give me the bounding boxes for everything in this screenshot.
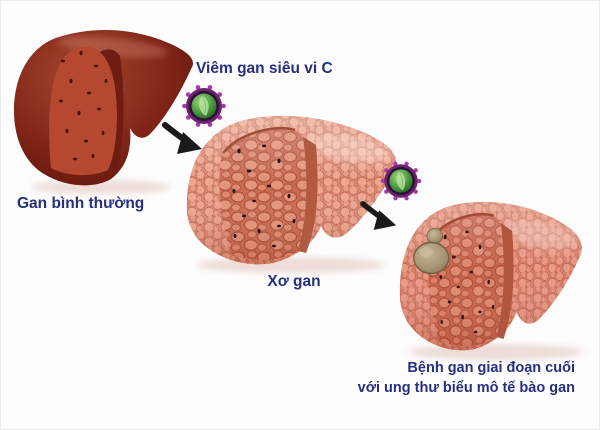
- endstage-liver-illustration: [400, 202, 582, 350]
- progression-arrow-icon: [363, 204, 396, 230]
- endstage-label-line2: với ung thư biểu mô tế bào gan: [357, 380, 575, 396]
- healthy-liver-specks: [59, 50, 108, 161]
- hepatitis-c-virus-label: Viêm gan siêu vi C: [196, 60, 333, 77]
- cirrhosis-label: Xơ gan: [267, 273, 321, 290]
- hepatitis-c-virus-icon: [181, 84, 227, 128]
- endstage-label-line1: Bệnh gan giai đoạn cuối: [407, 360, 575, 376]
- liver-tumor: [413, 228, 450, 275]
- progression-arrow-icon: [165, 125, 202, 154]
- endstage-liver-label: Bệnh gan giai đoạn cuối với ung thư biểu…: [335, 358, 575, 398]
- healthy-liver-cut-surface: [49, 46, 117, 176]
- healthy-liver-illustration: [14, 30, 193, 186]
- healthy-liver-label: Gan bình thường: [17, 195, 145, 212]
- cirrhotic-liver-illustration: [187, 116, 396, 264]
